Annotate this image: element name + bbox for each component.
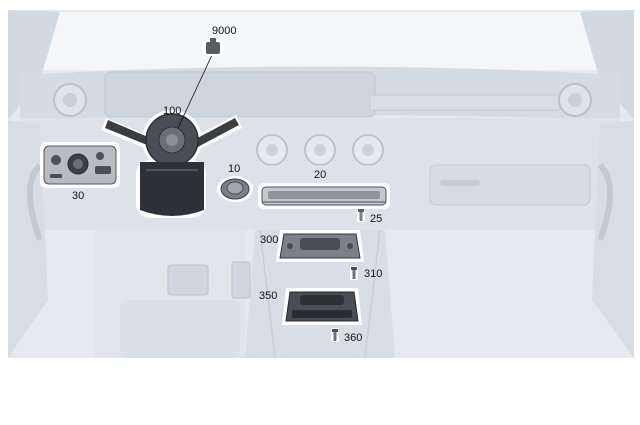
callout-100: 100 — [163, 105, 181, 117]
steering-column-switch-assembly — [101, 110, 242, 218]
callout-350: 350 — [259, 290, 277, 302]
callout-9000: 9000 — [212, 25, 236, 37]
light-switch-module — [40, 142, 120, 188]
callout-25: 25 — [370, 213, 382, 225]
touchpad-controller — [282, 288, 362, 325]
callout-360: 360 — [344, 332, 362, 344]
callout-310: 310 — [364, 268, 382, 280]
console-switch-panel — [276, 230, 364, 262]
start-stop-switch — [217, 176, 253, 202]
screw-310 — [350, 266, 358, 280]
callout-30: 30 — [72, 190, 84, 202]
callout-10: 10 — [228, 163, 240, 175]
callout-20: 20 — [314, 169, 326, 181]
screw-360 — [331, 328, 339, 342]
screw-25 — [357, 208, 365, 222]
leader-line-9000 — [177, 54, 213, 129]
center-switch-bar — [258, 183, 390, 209]
sensor-module-9000 — [203, 38, 223, 56]
callout-300: 300 — [260, 234, 278, 246]
